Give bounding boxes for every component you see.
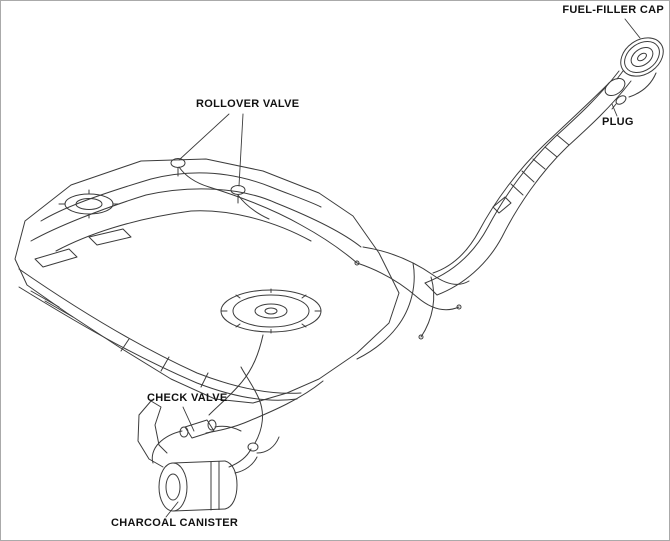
rollover-valves-drawing [170,158,246,204]
leader-fuel-filler-cap [624,18,641,39]
label-check-valve: CHECK VALVE [147,392,228,404]
label-charcoal-canister: CHARCOAL CANISTER [111,517,239,529]
label-plug: PLUG [602,116,634,128]
charcoal-canister-drawing [137,366,280,512]
leader-rollover-valve-right [238,113,244,187]
label-rollover-valve: ROLLOVER VALVE [196,98,300,110]
label-fuel-filler-cap: FUEL-FILLER CAP [562,4,664,16]
leader-lines [165,18,641,518]
fuel-filler-cap-drawing [616,37,664,98]
leader-plug [611,103,618,117]
filler-pipe-drawing [424,70,632,296]
plug-drawing [611,95,627,110]
check-valve-drawing [158,419,242,444]
fuel-tank-drawing [14,158,400,404]
hoses-drawing [205,246,470,434]
leader-check-valve [182,406,195,432]
leader-charcoal-canister [165,501,179,518]
leader-rollover-valve-left [178,113,230,161]
